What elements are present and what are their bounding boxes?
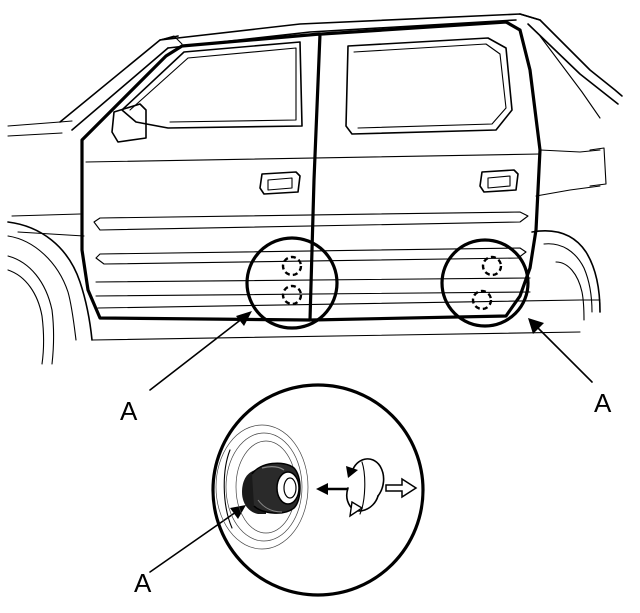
plug-detail-view <box>211 383 425 597</box>
rubber-plug-icon <box>242 462 301 514</box>
front-door-plug-zone <box>245 236 339 330</box>
front-door-handle <box>259 171 301 195</box>
rear-leader <box>528 318 593 383</box>
rear-plug-upper <box>481 255 503 277</box>
front-arrowhead <box>236 311 252 326</box>
rear-roof-rack <box>519 13 623 97</box>
rear-door-plug-zone <box>440 238 530 328</box>
rear-body-line <box>535 185 601 197</box>
rear-door-handle-inner <box>487 175 511 189</box>
front-plug-upper <box>281 255 303 277</box>
front-window <box>121 41 303 129</box>
rear-door-outline <box>310 20 542 322</box>
front-tire-inner <box>7 269 45 365</box>
rear-arrowhead <box>528 318 544 334</box>
roof-line <box>159 13 541 41</box>
rear-tire <box>555 261 585 321</box>
rear-wheel-arch-inner <box>543 243 593 313</box>
rotate-arrows-icon <box>345 458 385 518</box>
vehicle-side-view <box>7 13 623 365</box>
a-pillar <box>59 35 179 123</box>
hood-line <box>7 120 73 127</box>
front-wheel-arch <box>7 221 93 341</box>
front-door-handle-inner <box>267 177 293 191</box>
rear-roof-rack-lower <box>527 23 619 105</box>
rear-door-handle <box>479 169 519 193</box>
pull-out-arrow-icon <box>316 483 348 495</box>
quarter-panel-line <box>539 149 601 153</box>
callout-label-front: A <box>120 396 138 426</box>
detail-leader <box>149 505 246 573</box>
panel-recess-ring-2 <box>225 432 303 542</box>
taillight <box>589 147 607 187</box>
side-molding-lower <box>95 247 527 265</box>
roof-rail-front <box>159 35 183 45</box>
callout-label-rear: A <box>594 388 612 418</box>
push-in-arrow-icon <box>385 477 418 499</box>
front-tire <box>7 255 55 365</box>
rear-roof-edge <box>539 35 601 119</box>
front-leader <box>149 311 252 391</box>
front-wheel-arch-inner <box>7 235 77 341</box>
rear-plug-lower <box>471 289 493 311</box>
belt-line <box>85 153 541 163</box>
side-molding-upper <box>93 211 529 231</box>
front-lower-line <box>91 331 581 341</box>
detail-arrowhead <box>230 505 246 519</box>
front-window-inner <box>129 47 297 123</box>
rear-window <box>345 37 513 135</box>
front-door-outline <box>80 32 322 322</box>
hood-line-lower <box>7 132 63 137</box>
fender-mid-line <box>17 231 85 237</box>
side-mirror <box>111 103 147 143</box>
body-bottom-line <box>97 299 581 309</box>
fender-top-line <box>11 213 81 217</box>
rear-wheel-arch <box>531 230 601 313</box>
rocker-line-1 <box>95 277 531 283</box>
panel-recess-edge <box>223 449 233 529</box>
rocker-line-2 <box>95 291 531 297</box>
front-plug-lower <box>281 284 303 306</box>
panel-recess-ring-1 <box>215 424 309 550</box>
rear-window-inner <box>353 43 507 129</box>
a-pillar-inner <box>71 47 169 131</box>
callout-label-detail: A <box>134 568 152 598</box>
